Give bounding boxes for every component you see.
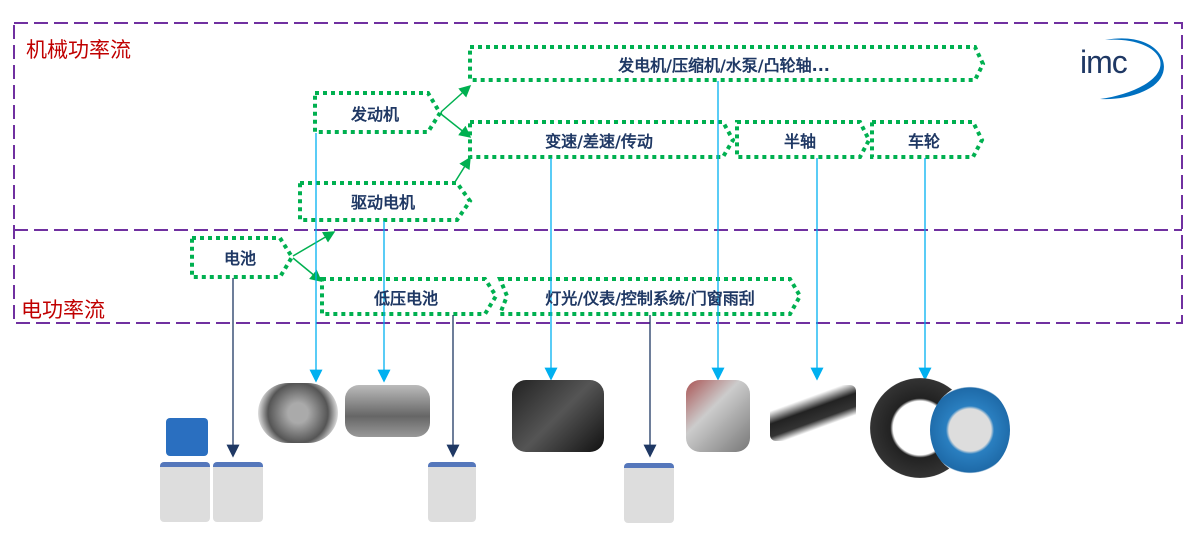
current-clamp-image [166,418,208,456]
region-frame [13,22,1183,324]
flow-arrow [454,156,471,183]
sensor-lines [309,81,932,383]
node-box-drive-motor [298,181,473,222]
region-label-electrical: 电功率流 [21,298,105,322]
logo-swoosh [1100,38,1164,100]
node-generator: 发电机/压缩机/水泵/凸轮轴... [618,56,830,75]
flange-sensor-image [258,383,338,443]
node-engine: 发动机 [350,105,400,124]
flow-arrow [292,257,323,282]
node-accessories: 灯光/仪表/控制系统/门窗雨刮 [545,289,755,308]
node-lv-battery: 低压电池 [373,289,439,308]
node-box-wheel [870,120,985,159]
daq-module-image [428,462,476,522]
module-lines [226,278,657,458]
node-box-generator [468,45,986,82]
generator-sensor-image [686,380,750,452]
node-halfshaft: 半轴 [783,132,817,151]
node-battery: 电池 [223,249,257,268]
motor-sensor-image [345,385,430,437]
node-drive-motor: 驱动电机 [350,193,416,212]
wheel-hub-image [930,385,1010,475]
node-wheel: 车轮 [907,132,941,151]
node-transmission: 变速/差速/传动 [545,132,653,151]
flow-arrow [440,84,472,113]
region-label-mechanical: 机械功率流 [26,38,131,62]
daq-module-image [624,463,674,523]
flow-arrows [292,84,472,282]
region-borders [13,22,1183,324]
node-box-transmission [468,120,736,159]
node-box-lv-battery [320,277,499,316]
transmission-sensor-image [512,380,604,452]
node-box-engine [313,91,443,134]
node-box-halfshaft [735,120,872,159]
flow-arrow [292,231,336,257]
imc-logo: imc [1080,44,1128,80]
halfshaft-sensor-image [770,385,856,441]
node-box-battery [190,236,295,279]
node-box-accessories [497,277,803,316]
flow-arrow [440,113,472,138]
daq-module-image [213,462,263,522]
daq-module-image [160,462,210,522]
